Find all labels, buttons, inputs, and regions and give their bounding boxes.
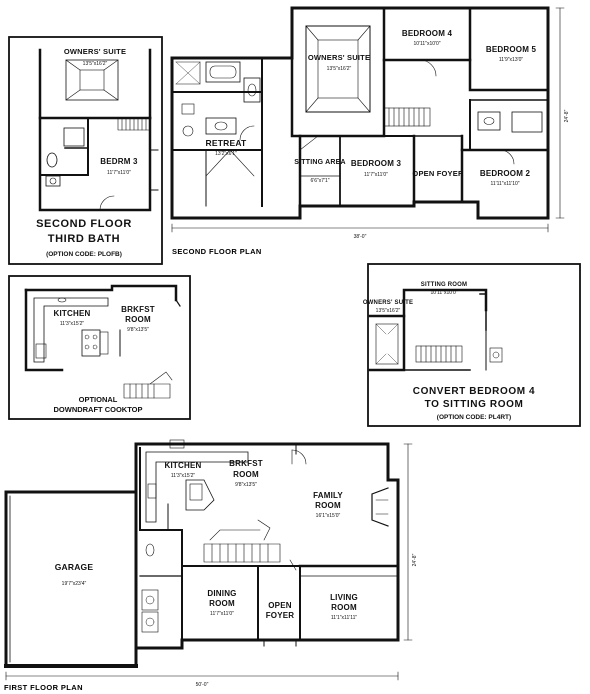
third-bath-title-line2: THIRD BATH [48, 233, 120, 245]
dining-room-label: DINING [207, 589, 236, 598]
sitting-option-owners-suite-label: OWNERS' SUITE [363, 300, 413, 306]
bedroom-3-dim: 11'7"x11'0" [364, 172, 388, 178]
bedroom-5-label: BEDROOM 5 [486, 45, 537, 54]
second-floor-plan-drawing [170, 6, 565, 233]
cooktop-kitchen-label: KITCHEN [54, 309, 91, 318]
bedroom-2-dim: 11'11"x11'10" [490, 181, 519, 187]
bedroom-4-label: BEDROOM 4 [402, 29, 453, 38]
retreat-label: RETREAT [206, 138, 248, 148]
second-floor-plan-title: SECOND FLOOR PLAN [172, 247, 262, 256]
kitchen-dim: 11'3"x15'2" [171, 473, 195, 479]
cooktop-caption-line2: DOWNDRAFT COOKTOP [53, 405, 142, 414]
sitting-option-owners-suite-dim: 13'5"x16'2" [376, 308, 401, 314]
third-bath-owners-suite-label: OWNERS' SUITE [64, 47, 126, 56]
cooktop-kitchen-dim: 11'3"x15'2" [60, 321, 84, 327]
first-floor-depth-dim: 24'-8" [412, 553, 418, 566]
third-bath-option-code: (OPTION CODE: PLOFB) [46, 251, 122, 258]
living-room-dim: 11'1"x11'11" [331, 615, 358, 621]
dining-room-room-label: ROOM [209, 599, 235, 608]
bedroom-3-label: BEDROOM 3 [351, 159, 402, 168]
cooktop-brkfst-dim: 9'8"x13'5" [127, 327, 149, 333]
cooktop-brkfst-room-label: ROOM [125, 315, 151, 324]
third-bath-owners-suite-dim: 13'5"x16'2" [83, 61, 108, 67]
sitting-option-caption-line1: CONVERT BEDROOM 4 [413, 386, 535, 397]
sitting-room-label: SITTING ROOM [421, 282, 467, 288]
living-room-room-label: ROOM [331, 603, 357, 612]
first-floor-width-dim: 50'-0" [196, 682, 209, 688]
open-foyer-label: OPEN [268, 601, 291, 610]
owners-suite-label: OWNERS' SUITE [308, 53, 370, 62]
third-bath-title-line1: SECOND FLOOR [36, 218, 132, 230]
bedroom-4-dim: 10'11"x10'0" [413, 41, 440, 47]
first-floor-plan-drawing [4, 439, 413, 681]
sitting-area-label: SITTING AREA [294, 159, 346, 166]
brkfst-room-label: ROOM [233, 470, 259, 479]
third-bath-bedroom-3-dim: 11'7"x11'0" [107, 170, 131, 176]
kitchen-label: KITCHEN [165, 461, 202, 470]
cooktop-brkfst-label: BRKFST [121, 305, 155, 314]
second-floor-width-dim: 38'-0" [354, 234, 367, 240]
open-foyer-foyer-label: FOYER [266, 611, 295, 620]
family-room-dim: 16'1"x15'0" [316, 513, 341, 519]
cooktop-caption-line1: OPTIONAL [79, 395, 118, 404]
family-room-label: FAMILY [313, 491, 343, 500]
sitting-room-option-panel [367, 263, 581, 427]
brkfst-dim: 9'8"x13'5" [235, 482, 257, 488]
bedroom-5-dim: 11'9"x13'0" [499, 57, 523, 63]
sitting-option-code: (OPTION CODE: PL4RT) [437, 414, 511, 421]
upper-open-foyer-label: OPEN FOYER [412, 169, 464, 178]
family-room-room-label: ROOM [315, 501, 341, 510]
bedroom-2-label: BEDROOM 2 [480, 169, 531, 178]
retreat-dim: 13'2"x6'1" [215, 151, 237, 157]
living-room-label: LIVING [330, 593, 358, 602]
brkfst-label: BRKFST [229, 459, 263, 468]
second-floor-depth-dim: 24'-8" [564, 109, 570, 122]
sitting-room-dim: 10'11"x10'0" [430, 290, 457, 296]
garage-label: GARAGE [55, 562, 94, 572]
owners-suite-dim: 13'5"x16'2" [327, 66, 352, 72]
first-floor-plan-title: FIRST FLOOR PLAN [4, 683, 83, 692]
third-bath-bedroom-3-label: BEDRM 3 [100, 157, 138, 166]
cooktop-option-panel [8, 275, 191, 420]
sitting-area-dim: 6'6"x7'1" [310, 178, 329, 184]
sitting-option-caption-line2: TO SITTING ROOM [425, 399, 524, 410]
third-bath-option-panel [8, 36, 163, 265]
dining-room-dim: 11'7"x11'0" [210, 611, 234, 617]
garage-dim: 19'7"x23'4" [62, 581, 87, 587]
